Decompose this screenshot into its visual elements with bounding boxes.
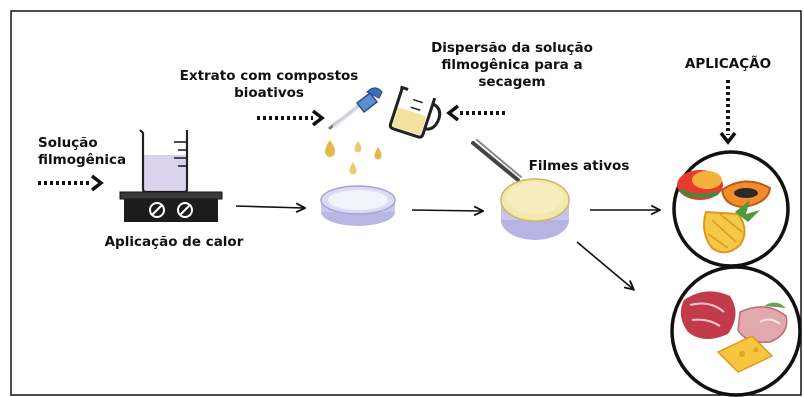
- dotted-arrow-solution: [38, 174, 104, 192]
- label-dispersion-line3: secagem: [478, 74, 546, 90]
- label-extract-line1: Extrato com compostos: [179, 68, 359, 84]
- label-dispersion-line1: Dispersão da solução: [431, 40, 593, 56]
- label-active-films: Filmes ativos: [528, 158, 630, 174]
- label-extract: Extrato com compostos bioativos: [162, 68, 376, 102]
- label-solution-line1: Solução: [38, 135, 98, 151]
- pipette-icon: [328, 87, 383, 130]
- arrow-heat-to-dish: [235, 206, 304, 208]
- film-petri-dish-icon: [500, 178, 570, 240]
- label-extract-line2: bioativos: [234, 85, 304, 101]
- dotted-arrow-application: [719, 80, 737, 145]
- label-dispersion: Dispersão da solução filmogênica para a …: [408, 40, 616, 91]
- arrow-film-to-meat: [576, 241, 633, 289]
- fruit-plate-icon: [672, 150, 790, 268]
- beaker-icon: [139, 129, 189, 194]
- label-solution: Solução filmogênica: [38, 135, 126, 169]
- figure-border: [10, 10, 802, 396]
- dotted-arrow-extract: [257, 109, 325, 127]
- label-application: APLICAÇÃO: [684, 56, 772, 72]
- meat-cheese-plate-icon: [670, 265, 802, 397]
- arrow-dish-to-film: [411, 210, 482, 211]
- label-solution-line2: filmogênica: [38, 152, 127, 168]
- label-heat: Aplicação de calor: [104, 234, 244, 250]
- measuring-cup-icon: [388, 85, 442, 139]
- dotted-arrow-dispersion: [446, 104, 505, 122]
- drops-icon: [325, 140, 382, 175]
- petri-dish-icon: [320, 185, 396, 226]
- tweezers-icon: [471, 139, 522, 182]
- label-dispersion-line2: filmogênica para a: [441, 57, 583, 73]
- hot-plate-icon: [119, 191, 223, 222]
